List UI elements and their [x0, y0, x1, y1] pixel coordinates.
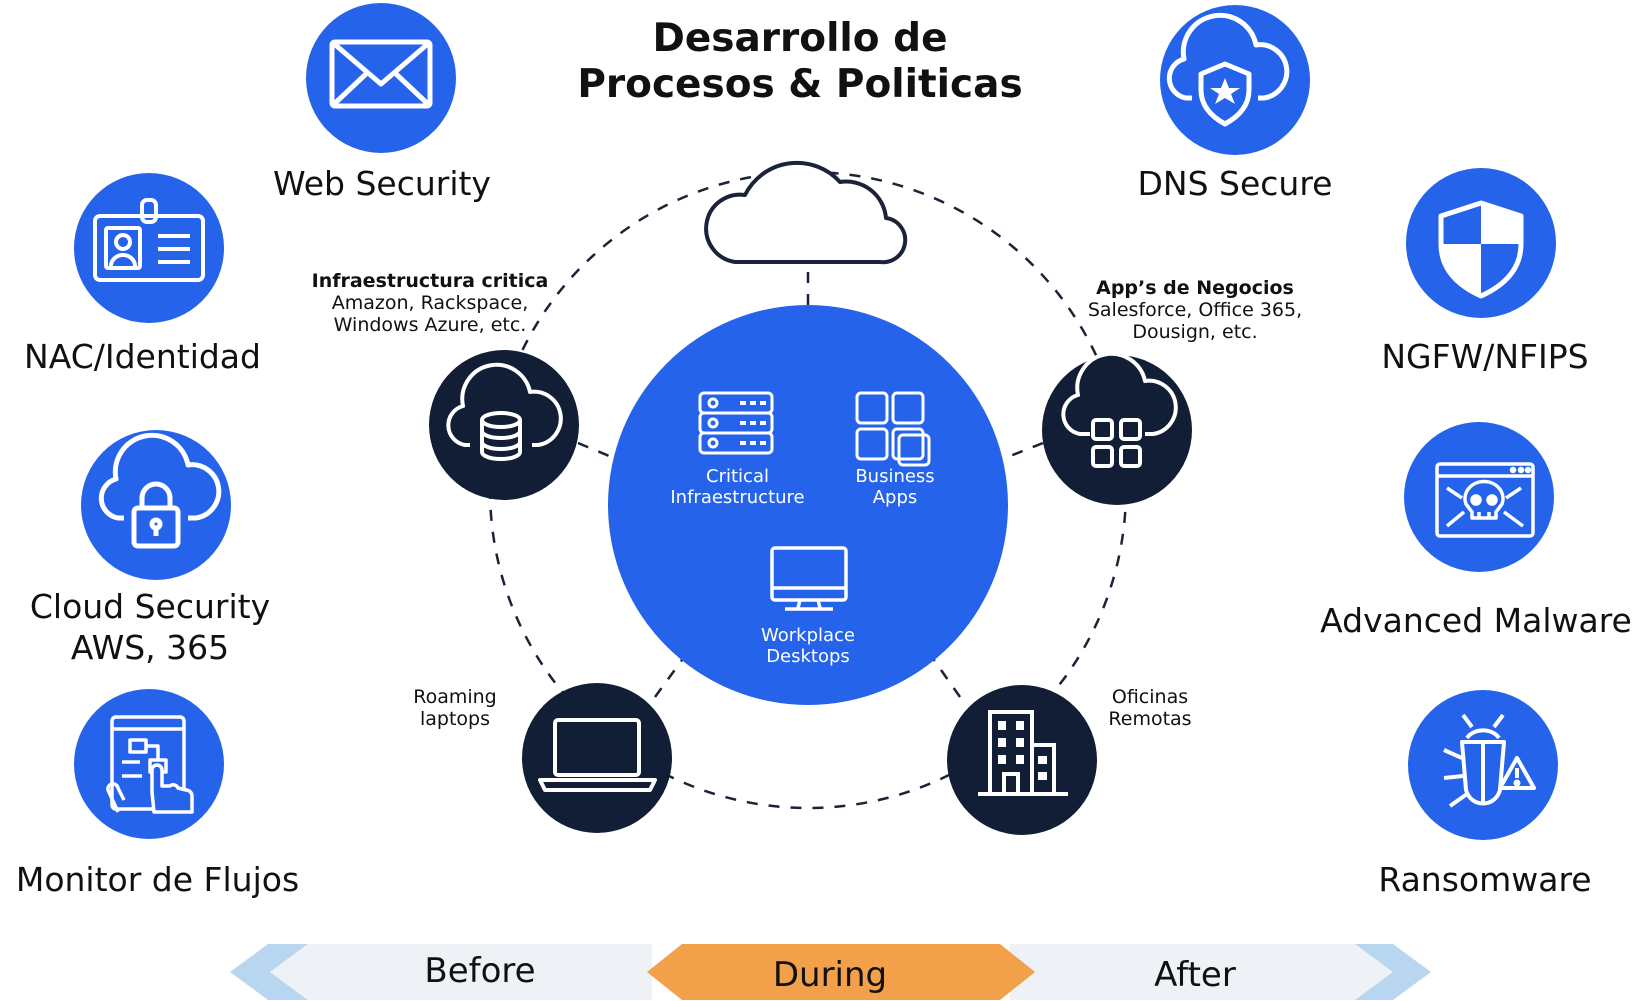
- infra-note-title: Infraestructura critica: [311, 270, 549, 292]
- critical-infra-line-1: Critical: [706, 466, 769, 487]
- node-roaming: [522, 683, 672, 833]
- timeline-before-segment: [270, 944, 652, 1000]
- monitor-flujos-label: Monitor de Flujos: [15, 860, 300, 899]
- offices-note-line-1: Oficinas: [1111, 686, 1189, 708]
- cloud-icon: [704, 160, 908, 265]
- dns-secure-label: DNS Secure: [1137, 164, 1333, 203]
- timeline-after-label: After: [1154, 955, 1236, 995]
- critical-infra-label: Critical Infraestructure: [650, 466, 825, 508]
- apps-note: App’s de Negocios Salesforce, Office 365…: [1050, 277, 1340, 343]
- workplace-desktops-line-1: Workplace: [760, 625, 855, 646]
- malware-skull-icon: [1435, 462, 1535, 538]
- offices-note-line-2: Remotas: [1108, 708, 1192, 730]
- cloud-security-line-1: Cloud Security: [29, 587, 271, 626]
- roaming-note-line-1: Roaming: [413, 686, 497, 708]
- business-apps-line-2: Apps: [872, 487, 918, 508]
- timeline-during-label: During: [772, 955, 888, 995]
- node-apps: [1042, 355, 1192, 505]
- left-circle-1: [306, 3, 456, 153]
- bug-warning-icon: [1443, 713, 1536, 808]
- shield-icon: [1438, 200, 1524, 299]
- timeline-arrow-right-tip: [1355, 944, 1431, 1000]
- monitor-icon: [770, 546, 848, 611]
- cloud-apps-icon: [1061, 351, 1178, 468]
- connector-lines: [577, 272, 1044, 698]
- title-line-1: Desarrollo de: [652, 16, 948, 61]
- roaming-note-line-2: laptops: [419, 708, 491, 730]
- apps-note-line-2: Dousign, etc.: [1132, 321, 1258, 343]
- infra-note: Infraestructura critica Amazon, Rackspac…: [290, 270, 570, 336]
- timeline-bar: [230, 944, 1431, 1000]
- apps-note-line-1: Salesforce, Office 365,: [1087, 299, 1303, 321]
- cloud-security-label: Cloud Security AWS, 365: [0, 586, 300, 668]
- timeline-before-label: Before: [424, 951, 536, 991]
- page-title: Desarrollo de Procesos & Politicas: [500, 16, 1100, 108]
- roaming-note: Roaming laptops: [395, 686, 515, 730]
- building-icon: [978, 710, 1068, 796]
- cloud-shield-icon: [1166, 12, 1290, 127]
- infra-note-line-2: Windows Azure, etc.: [333, 314, 527, 336]
- server-rack-icon: [698, 391, 774, 455]
- apps-note-title: App’s de Negocios: [1096, 277, 1294, 299]
- web-security-label: Web Security: [273, 164, 491, 203]
- ransomware-label: Ransomware: [1378, 860, 1592, 899]
- offices-note: Oficinas Remotas: [1090, 686, 1210, 730]
- workplace-desktops-line-2: Desktops: [766, 646, 850, 667]
- left-circle-2: [74, 173, 224, 323]
- left-circle-3: [81, 430, 231, 580]
- timeline-during-segment: [647, 944, 1035, 1000]
- apps-grid-icon: [855, 391, 931, 467]
- nac-identidad-label: NAC/Identidad: [24, 337, 261, 376]
- ngfw-nfips-label: NGFW/NFIPS: [1381, 337, 1589, 376]
- timeline-after-segment: [1010, 944, 1393, 1000]
- laptop-icon: [538, 718, 657, 792]
- cloud-database-icon: [446, 362, 563, 461]
- infra-note-line-1: Amazon, Rackspace,: [331, 292, 529, 314]
- business-apps-label: Business Apps: [835, 466, 955, 508]
- business-apps-line-1: Business: [855, 466, 935, 487]
- flow-monitor-icon: [106, 715, 194, 814]
- id-card-icon: [93, 198, 205, 282]
- cloud-security-line-2: AWS, 365: [70, 628, 230, 667]
- timeline-arrow-left-tip: [230, 944, 308, 1000]
- envelope-icon: [329, 39, 433, 109]
- workplace-desktops-label: Workplace Desktops: [740, 625, 876, 667]
- title-line-2: Procesos & Politicas: [577, 62, 1023, 107]
- critical-infra-line-2: Infraestructure: [670, 487, 805, 508]
- advanced-malware-label: Advanced Malware: [1320, 601, 1632, 640]
- cloud-lock-icon: [98, 432, 222, 549]
